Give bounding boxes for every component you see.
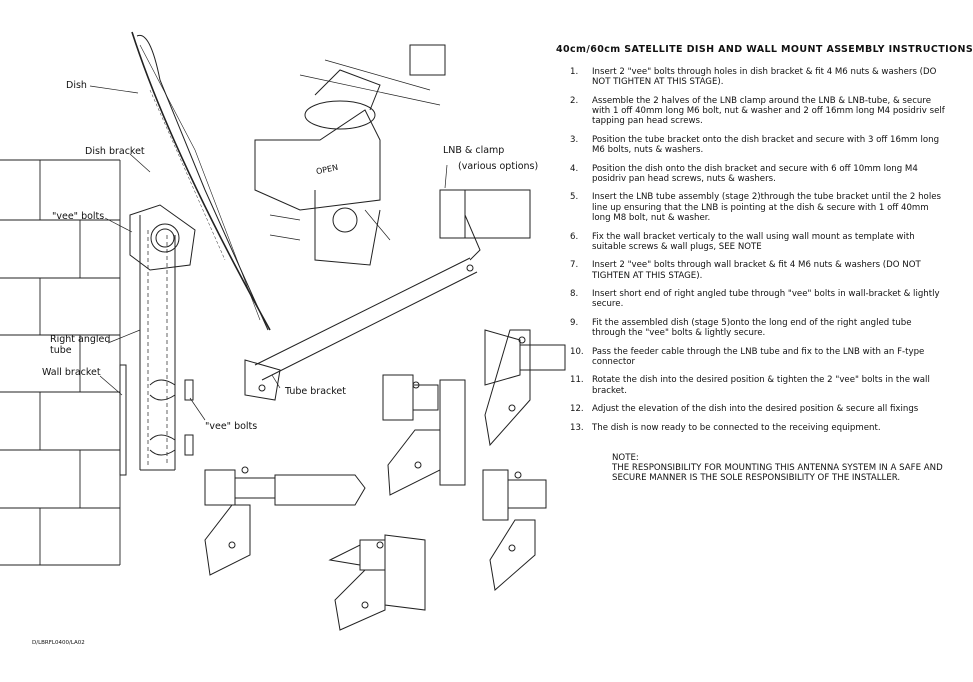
step-text: Position the dish onto the dish bracket … (592, 163, 918, 184)
dish-bracket (129, 204, 196, 271)
instruction-step: 10. Pass the feeder cable through the LNB… (556, 347, 948, 368)
label-various-options: (various options) (458, 161, 539, 172)
step-text: Rotate the dish into the desired positio… (592, 375, 930, 396)
lnb-variant-2 (382, 374, 466, 496)
step-text: Insert 2 "vee" bolts through holes in di… (592, 67, 937, 88)
label-dish-bracket: Dish bracket (85, 146, 145, 157)
step-number: 2. (570, 95, 579, 106)
step-number: 6. (570, 231, 579, 242)
instruction-step: 5. Insert the LNB tube assembly (stage 2)… (556, 192, 948, 223)
step-number: 8. (570, 289, 579, 300)
instruction-step: 2. Assemble the 2 halves of the LNB clamp… (556, 96, 948, 127)
label-vee-bolts-bottom: "vee" bolts (205, 421, 258, 432)
step-text: Insert 2 "vee" bolts through wall bracke… (592, 260, 921, 281)
note-heading: NOTE: (612, 452, 639, 463)
lnb-variant-4 (482, 469, 547, 591)
assembly-drawing: Dish Dish bracket "vee" bolts Right angl… (0, 31, 566, 631)
label-right-angled-tube-line1: Right angled (50, 334, 111, 345)
drawing-reference-number: D/LBRFL0400/LA02 (32, 640, 85, 646)
step-text: Fit the assembled dish (stage 5)onto the… (592, 317, 912, 339)
instruction-step: 4. Position the dish onto the dish bracke… (556, 164, 948, 185)
step-text: Position the tube bracket onto the dish … (592, 134, 940, 156)
step-number: 9. (570, 317, 579, 328)
instruction-steps: 1. Insert 2 "vee" bolts through holes in … (556, 67, 948, 433)
lnb-housing (254, 109, 381, 211)
safety-note: NOTE: THE RESPONSIBILITY FOR MOUNTING TH… (556, 453, 948, 484)
instruction-step: 3. Position the tube bracket onto the dis… (556, 135, 948, 156)
step-text: Insert the LNB tube assembly (stage 2)th… (592, 192, 941, 224)
lnb-variant-3 (204, 466, 366, 576)
assembly-diagram-svg (0, 31, 566, 631)
brick-wall (0, 159, 121, 566)
step-number: 3. (570, 134, 579, 145)
dish-profile (131, 31, 271, 331)
wall-bracket-plate (119, 364, 127, 476)
label-vee-bolts-top: "vee" bolts (52, 211, 105, 222)
instruction-step: 11. Rotate the dish into the desired posi… (556, 375, 948, 396)
step-text: The dish is now ready to be connected to… (592, 422, 881, 433)
label-lnb-clamp: LNB & clamp (443, 145, 505, 156)
step-number: 5. (570, 192, 579, 203)
note-text: THE RESPONSIBILITY FOR MOUNTING THIS ANT… (612, 463, 943, 484)
step-number: 10. (570, 346, 584, 357)
assembly-instructions: 40cm/60cm SATELLITE DISH AND WALL MOUNT … (556, 44, 973, 484)
step-text: Adjust the elevation of the dish into th… (592, 404, 919, 415)
lnb-variant-5 (328, 534, 426, 631)
leader-lines (89, 85, 448, 421)
step-number: 4. (570, 163, 579, 174)
lnb-arm (254, 257, 478, 381)
label-dish: Dish (66, 80, 87, 91)
step-number: 13. (570, 422, 584, 433)
step-number: 12. (570, 404, 584, 415)
step-number: 1. (570, 67, 579, 77)
instruction-step: 6. Fix the wall bracket verticaly to the … (556, 232, 948, 253)
step-text: Pass the feeder cable through the LNB tu… (592, 346, 925, 367)
step-text: Fix the wall bracket verticaly to the wa… (592, 231, 915, 252)
instruction-step: 13. The dish is now ready to be connected… (556, 423, 948, 433)
instruction-step: 8. Insert short end of right angled tube … (556, 289, 948, 310)
step-number: 11. (570, 375, 584, 386)
instructions-title: 40cm/60cm SATELLITE DISH AND WALL MOUNT … (556, 44, 973, 55)
label-tube-bracket: Tube bracket (285, 386, 346, 397)
instruction-step: 9. Fit the assembled dish (stage 5)onto t… (556, 318, 948, 339)
instruction-step: 1. Insert 2 "vee" bolts through holes in … (556, 67, 948, 88)
label-wall-bracket: Wall bracket (42, 367, 101, 378)
right-angled-tube (139, 215, 176, 471)
lnb-variant-1 (484, 329, 566, 447)
instruction-step: 12. Adjust the elevation of the dish into… (556, 404, 948, 414)
step-text: Assemble the 2 halves of the LNB clamp a… (592, 95, 945, 127)
instruction-step: 7. Insert 2 "vee" bolts through wall brac… (556, 260, 948, 281)
lnb-clamp-option (439, 189, 531, 239)
step-number: 7. (570, 260, 579, 271)
label-right-angled-tube-line2: tube (50, 345, 72, 356)
step-text: Insert short end of right angled tube th… (592, 289, 940, 310)
